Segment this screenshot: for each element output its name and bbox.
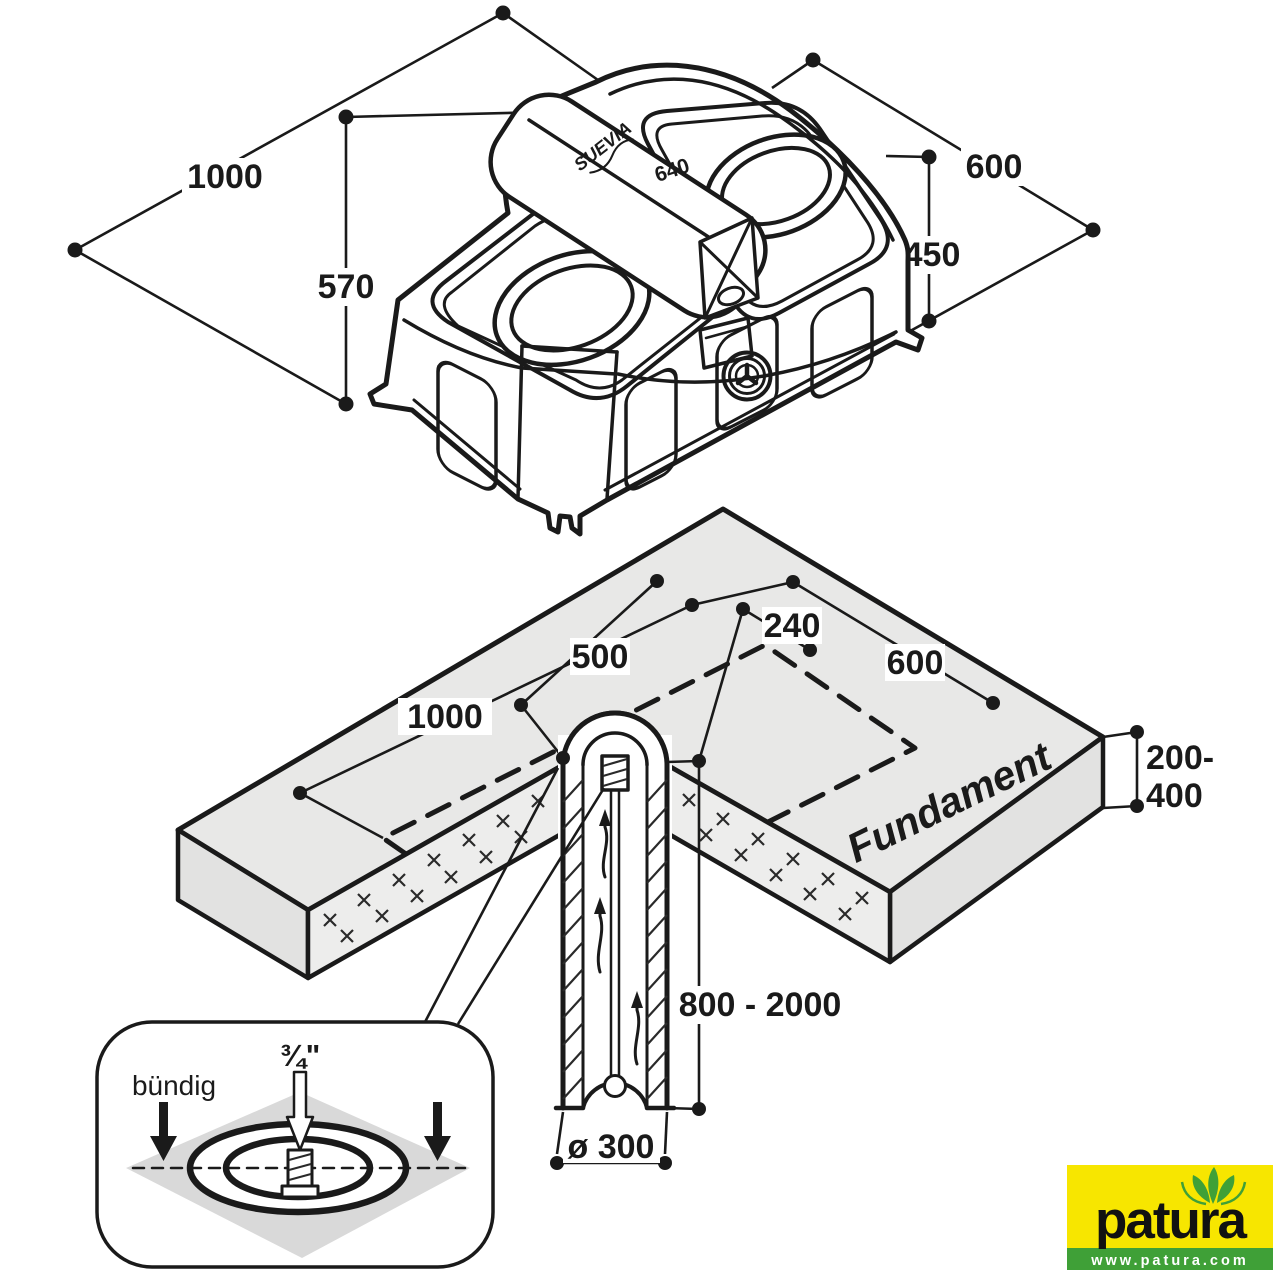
foundation-drawing: Fundament 200- 400 (175, 506, 1214, 1170)
dim-width-label: 600 (966, 148, 1023, 186)
inset-pointer-line-2 (456, 787, 606, 1025)
threaded-connector (600, 754, 630, 792)
thickness-label-1: 200- (1146, 739, 1214, 777)
pipe-diameter-dimension: ø 300 (550, 1111, 672, 1170)
concrete-hatch-left (323, 794, 545, 943)
pipe-end-loop (603, 1074, 627, 1098)
detail-inset: bündig ¾" (95, 1020, 495, 1269)
pipe-depth-label: 800 - 2000 (679, 986, 842, 1024)
inset-pointer-line-1 (423, 767, 560, 1023)
trough-dimension-lines: 1000 570 600 450 (67, 5, 1101, 412)
drain-plug (721, 350, 773, 402)
service-panels (436, 286, 874, 491)
slab-240-label: 240 (764, 607, 821, 645)
thread-arrow (285, 1070, 315, 1152)
slab-600-label: 600 (887, 644, 944, 682)
inset-threaded-stub (280, 1148, 320, 1199)
supply-pipe (553, 710, 706, 1113)
airflow-arrows (594, 809, 643, 1066)
logo-website: www.patura.com (1090, 1253, 1248, 1269)
pipe-wall-hatch (562, 779, 668, 1100)
concrete-hatch-right (682, 793, 869, 921)
pipe-depth-dimension: 800 - 2000 (666, 759, 844, 1116)
trough-drawing: SUEVIA 640 (367, 62, 925, 537)
slab-length-label: 1000 (407, 698, 483, 736)
logo-wordmark: patura (1095, 1191, 1248, 1250)
logo-green-bar (1067, 1248, 1273, 1270)
leaf-icon (1180, 1167, 1247, 1206)
valve-bracket (698, 216, 760, 370)
logo-yellow-panel (1067, 1165, 1273, 1248)
patura-logo: patura www.patura.com (1067, 1165, 1273, 1270)
slab-dimension-lines: 1000 500 240 600 (293, 574, 1000, 840)
thickness-label-2: 400 (1146, 777, 1203, 815)
flush-label: bündig (132, 1070, 216, 1101)
thickness-dimension: 200- 400 (1102, 725, 1214, 815)
pipe-diameter-label: ø 300 (568, 1128, 655, 1166)
dim-height-left-label: 570 (318, 268, 375, 306)
trough-footprint-outline (380, 642, 918, 857)
flush-arrow-right (424, 1102, 451, 1161)
slab-500-label: 500 (572, 638, 629, 676)
thread-size-label: ¾" (280, 1038, 321, 1073)
dim-height-right-label: 450 (904, 236, 961, 274)
dim-length-label: 1000 (187, 158, 263, 196)
flush-arrow-left (150, 1102, 177, 1161)
